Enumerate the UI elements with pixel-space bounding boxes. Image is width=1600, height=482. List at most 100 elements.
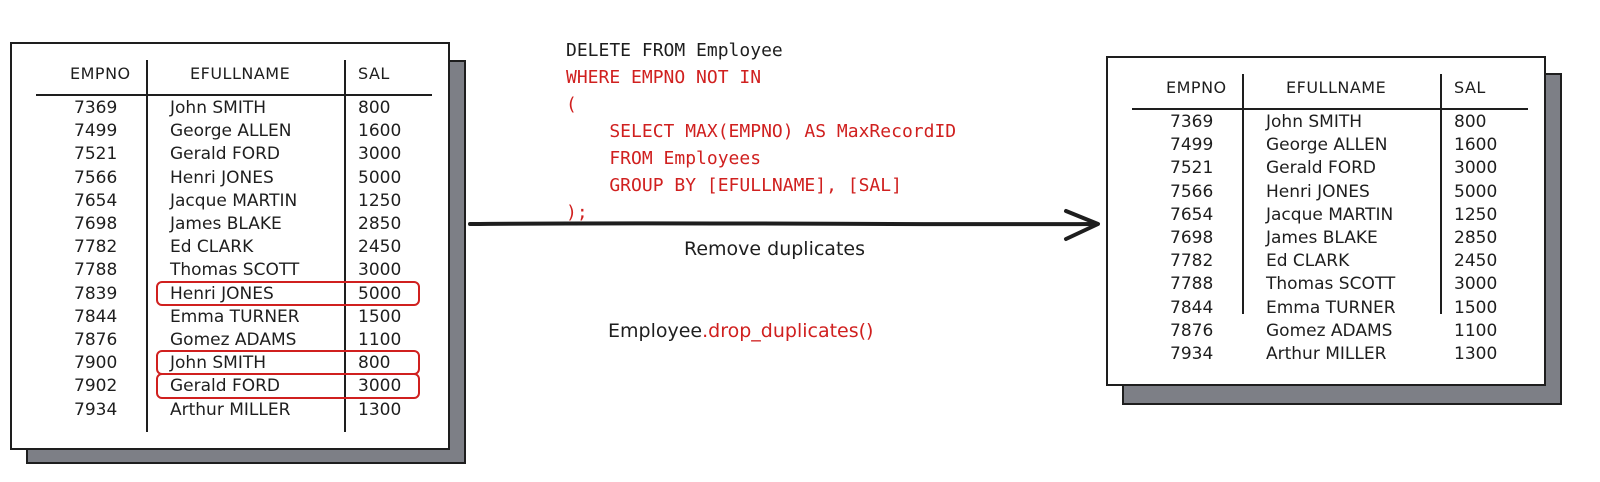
column-header-sal: SAL (1454, 78, 1486, 97)
column-divider (1440, 74, 1442, 314)
column-header-empno: EMPNO (70, 64, 131, 83)
sql-line-3: ( (566, 94, 577, 115)
cell-sal: 2850 (1454, 228, 1498, 248)
sql-line-2: WHERE EMPNO NOT IN (566, 67, 762, 88)
header-rule (36, 94, 432, 96)
header-rule (1132, 108, 1528, 110)
cell-efullname: Arthur MILLER (170, 399, 291, 420)
sql-line-6: GROUP BY [EFULLNAME], [SAL] (566, 175, 902, 196)
cell-empno: 7788 (1170, 274, 1214, 295)
column-header-empno: EMPNO (1166, 78, 1227, 97)
cell-efullname: George ALLEN (1266, 135, 1388, 156)
cell-empno: 7844 (74, 306, 118, 327)
column-divider (1242, 74, 1244, 314)
cell-efullname: Jacque MARTIN (1266, 204, 1394, 225)
cell-sal: 3000 (358, 260, 402, 281)
cell-empno: 7900 (74, 353, 118, 374)
cell-sal: 1100 (1454, 320, 1498, 341)
cell-sal: 1600 (1454, 135, 1498, 156)
pandas-object: Employee (608, 320, 703, 342)
cell-efullname: Ed CLARK (170, 237, 254, 258)
cell-empno: 7698 (1170, 228, 1214, 248)
cell-sal: 5000 (358, 167, 402, 188)
pandas-method: .drop_duplicates() (702, 320, 874, 342)
cell-efullname: Emma TURNER (1266, 297, 1396, 318)
cell-efullname: John SMITH (170, 353, 267, 374)
cell-sal: 2850 (358, 214, 402, 234)
sql-line-7: ); (566, 202, 588, 223)
cell-efullname: John SMITH (1266, 112, 1363, 132)
cell-sal: 1300 (358, 399, 402, 420)
cell-sal: 2450 (1454, 251, 1498, 272)
cell-sal: 2450 (358, 237, 402, 258)
cell-empno: 7788 (74, 260, 118, 281)
cell-sal: 800 (1454, 112, 1487, 132)
cell-empno: 7876 (74, 330, 118, 350)
cell-efullname: James BLAKE (1266, 228, 1378, 248)
cell-efullname: Gomez ADAMS (170, 330, 297, 350)
cell-sal: 3000 (358, 144, 402, 165)
cell-efullname: Gerald FORD (170, 144, 281, 165)
sql-line-4: SELECT MAX(EMPNO) AS MaxRecordID (566, 121, 957, 142)
duplicate-row-highlight (156, 373, 420, 399)
cell-sal: 1250 (358, 190, 402, 211)
cell-efullname: James BLAKE (170, 214, 282, 234)
cell-empno: 7876 (1170, 320, 1214, 341)
cell-sal: 1250 (1454, 204, 1498, 225)
cell-sal: 3000 (358, 376, 402, 397)
cell-empno: 7934 (74, 399, 118, 420)
sql-line-1: DELETE FROM Employee (566, 40, 783, 61)
cell-efullname: Henri JONES (1266, 181, 1370, 202)
cell-sal: 1500 (1454, 297, 1498, 318)
column-header-efullname: EFULLNAME (1286, 78, 1387, 97)
column-divider (344, 60, 346, 432)
cell-efullname: Thomas SCOTT (170, 260, 300, 281)
cell-empno: 7369 (1170, 112, 1214, 132)
cell-empno: 7499 (74, 121, 118, 142)
cell-empno: 7934 (1170, 344, 1214, 364)
cell-efullname: Gerald FORD (170, 376, 281, 397)
cell-empno: 7844 (1170, 297, 1214, 318)
cell-efullname: Gerald FORD (1266, 158, 1377, 179)
cell-efullname: George ALLEN (170, 121, 292, 142)
cell-efullname: Ed CLARK (1266, 251, 1350, 272)
cell-empno: 7521 (74, 144, 118, 165)
cell-sal: 800 (358, 98, 391, 118)
cell-sal: 800 (358, 353, 391, 374)
cell-empno: 7782 (1170, 251, 1214, 272)
sql-line-5: FROM Employees (566, 148, 762, 169)
cell-empno: 7566 (74, 167, 118, 188)
cell-sal: 1100 (358, 330, 402, 350)
column-header-sal: SAL (358, 64, 390, 83)
cell-empno: 7782 (74, 237, 118, 258)
duplicate-row-highlight (156, 280, 420, 306)
cell-sal: 3000 (1454, 274, 1498, 295)
cell-sal: 5000 (1454, 181, 1498, 202)
cell-empno: 7566 (1170, 181, 1214, 202)
cell-efullname: Henri JONES (170, 167, 274, 188)
column-header-efullname: EFULLNAME (190, 64, 291, 83)
arrow-label: Remove duplicates (684, 238, 865, 260)
cell-empno: 7839 (74, 283, 118, 304)
cell-sal: 3000 (1454, 158, 1498, 179)
cell-empno: 7499 (1170, 135, 1214, 156)
cell-efullname: Gomez ADAMS (1266, 320, 1393, 341)
cell-efullname: Arthur MILLER (1266, 344, 1387, 364)
cell-efullname: Jacque MARTIN (170, 190, 298, 211)
cell-sal: 1500 (358, 306, 402, 327)
cell-empno: 7654 (1170, 204, 1214, 225)
cell-efullname: John SMITH (170, 98, 267, 118)
cell-empno: 7698 (74, 214, 118, 234)
cell-sal: 1600 (358, 121, 402, 142)
sql-code-block: DELETE FROM Employee WHERE EMPNO NOT IN … (566, 10, 956, 226)
pandas-drop-duplicates: Employee.drop_duplicates() (608, 320, 873, 342)
cell-efullname: Henri JONES (170, 283, 274, 304)
cell-empno: 7654 (74, 190, 118, 211)
cell-efullname: Thomas SCOTT (1266, 274, 1396, 295)
cell-sal: 1300 (1454, 344, 1498, 364)
